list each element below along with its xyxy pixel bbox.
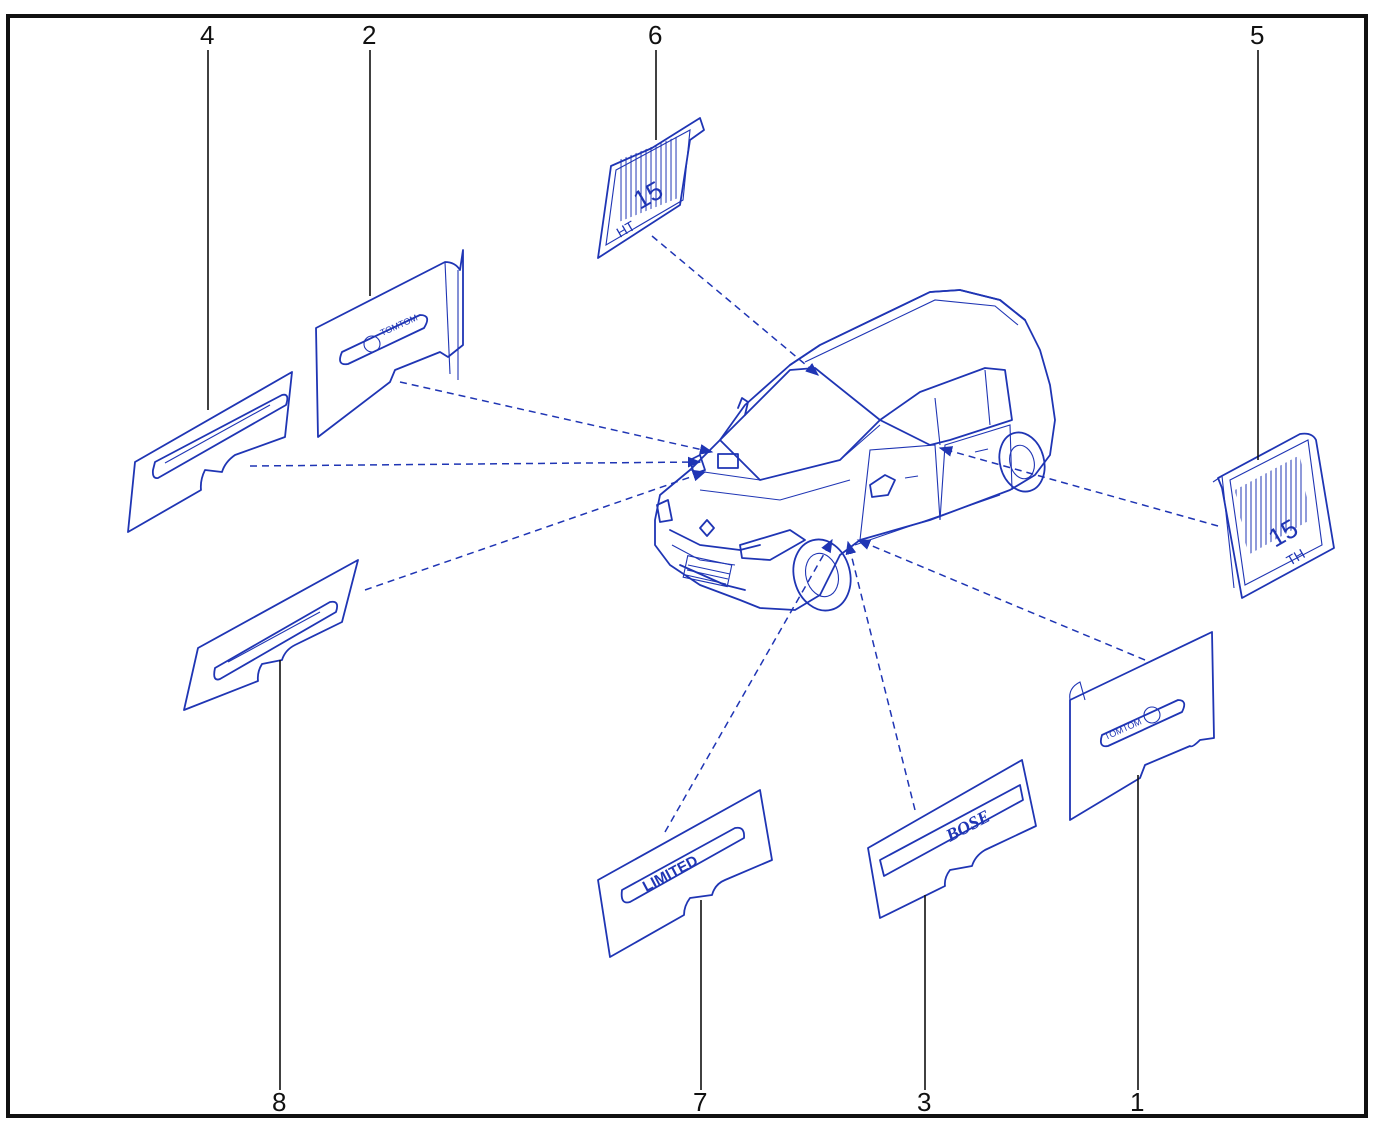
callout-1: 1 xyxy=(1130,1087,1144,1117)
part-7-limited-card: LIMITED xyxy=(597,789,773,958)
callout-6: 6 xyxy=(648,20,662,50)
callout-4: 4 xyxy=(200,20,214,50)
part-2-tomtom-card: TOMTOM xyxy=(315,249,464,438)
callout-2: 2 xyxy=(362,20,376,50)
part-8-badge-card xyxy=(183,559,359,711)
callout-5: 5 xyxy=(1250,20,1264,50)
part-1-tomtom-card: TOMTOM xyxy=(1069,631,1215,821)
assembly-arrows xyxy=(249,235,1219,833)
part-4-badge-card xyxy=(127,371,293,533)
callout-8: 8 xyxy=(272,1087,286,1117)
car-illustration xyxy=(654,289,1056,612)
diagram-frame xyxy=(6,14,1368,1118)
part-3-bose-card: BOSE xyxy=(867,759,1037,919)
callout-3: 3 xyxy=(917,1087,931,1117)
part-6-monogram-card: 15 HT xyxy=(597,117,705,259)
part-5-monogram-card: 15 TH xyxy=(1212,432,1335,599)
callout-leaders xyxy=(207,50,1259,1090)
callout-numbers: 4 2 6 5 8 7 3 1 xyxy=(200,20,1264,1117)
callout-7: 7 xyxy=(693,1087,707,1117)
